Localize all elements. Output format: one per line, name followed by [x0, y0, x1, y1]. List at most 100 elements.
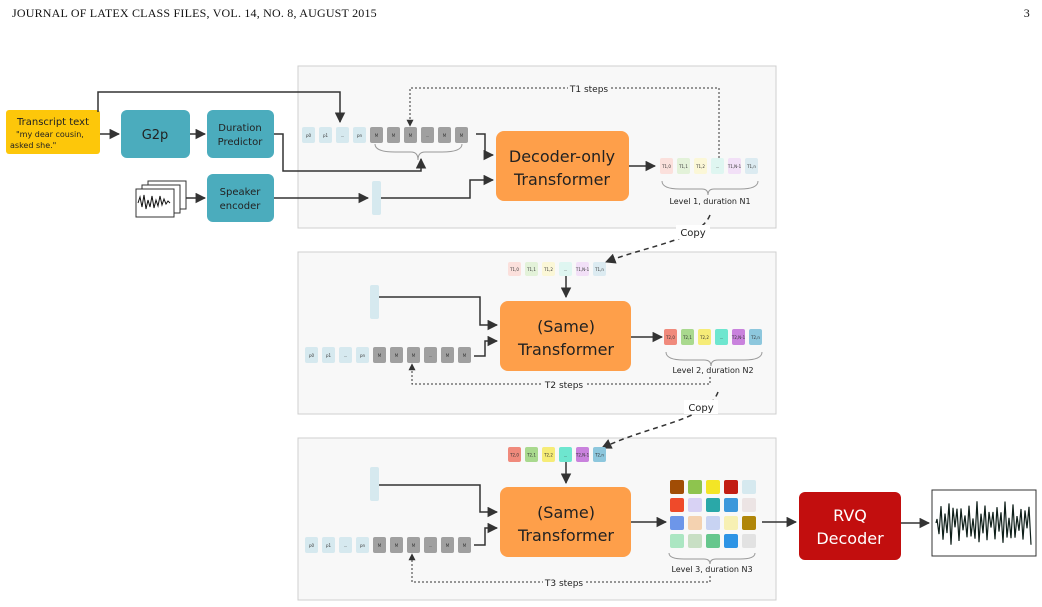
stage3-input-token-label-5: T2,n: [594, 453, 604, 458]
stage2-phoneme-token-6: [407, 347, 420, 363]
stage3-phoneme-token-7: [424, 537, 437, 553]
stage1-phoneme-token-label-1: p1: [323, 133, 329, 138]
stage2-phoneme-token-label-7: ...: [429, 353, 433, 358]
stage2-phoneme-token-9: [458, 347, 471, 363]
stage2-input-token-3: [559, 262, 572, 276]
stage3-phoneme-token-label-7: ...: [429, 543, 433, 548]
speaker-encoder-line1: Speaker: [220, 187, 262, 198]
stage1-output-token-label-2: T1,2: [695, 164, 705, 169]
stage3-phoneme-token-label-5: M: [395, 543, 399, 548]
stage2-phoneme-token-label-9: M: [463, 353, 467, 358]
stage3-input-token-0: [508, 447, 521, 462]
stage1-loop: [406, 87, 720, 158]
stage2-output-brace: [665, 351, 763, 367]
stage3-input-token-label-0: T2,0: [509, 453, 519, 458]
stage2-input-token-1: [525, 262, 538, 276]
stage3-loop-label: T3 steps: [544, 579, 584, 589]
rvq-decoder-line1: RVQ: [833, 506, 867, 525]
stage2-input-token-2: [542, 262, 555, 276]
transcript-label: Transcript text: [16, 117, 89, 128]
stage2-phoneme-token-5: [390, 347, 403, 363]
stage2-phoneme-token-label-1: p1: [326, 353, 332, 358]
stage1-model-line1: Decoder-only: [509, 147, 615, 166]
stage1-phoneme-token-label-5: M: [392, 133, 396, 138]
stage3-output-cell-3-4: [742, 534, 756, 548]
stage1-phoneme-token-label-2: ...: [341, 133, 345, 138]
stage3-phoneme-token-6: [407, 537, 420, 553]
stage2-phoneme-token-label-0: p0: [309, 353, 315, 358]
stage2-phoneme-token-8: [441, 347, 454, 363]
stage2-output-token-4: [732, 329, 745, 345]
stage1-phoneme-token-8: [438, 127, 451, 143]
rvq-decoder-box: [799, 492, 901, 560]
g2p-label: G2p: [142, 128, 169, 143]
stage3-output-cell-2-2: [706, 516, 720, 530]
stage2-loop-label: T2 steps: [544, 381, 584, 391]
stage3-phoneme-token-label-3: pn: [360, 543, 366, 548]
stage3-output-cell-3-0: [670, 534, 684, 548]
stage3-output-cell-0-2: [706, 480, 720, 494]
stage2-input-token-label-5: T1,n: [594, 267, 604, 272]
stage3-output-cell-2-3: [724, 516, 738, 530]
stage3-output-cell-1-2: [706, 498, 720, 512]
transcript-quote-line2: asked she.": [10, 141, 56, 150]
stage3-phoneme-token-label-0: p0: [309, 543, 315, 548]
stage1-phoneme-token-label-6: M: [409, 133, 413, 138]
duration-predictor-line1: Duration: [218, 123, 261, 134]
stage3-output-cell-2-0: [670, 516, 684, 530]
speaker-waveform-icon: [135, 180, 187, 218]
stage3-output-cell-0-3: [724, 480, 738, 494]
stage3-output-cell-0-0: [670, 480, 684, 494]
stage2-output-token-label-3: ...: [720, 335, 724, 340]
stage1-output-token-1: [677, 158, 690, 174]
stage3-output-cell-0-1: [688, 480, 702, 494]
stage1-output-brace: [661, 180, 759, 196]
stage1-phoneme-token-5: [387, 127, 400, 143]
stage2-phoneme-token-label-2: ...: [344, 353, 348, 358]
stage3-phoneme-token-4: [373, 537, 386, 553]
stage3-model-line1: (Same): [537, 503, 595, 522]
stage2-phoneme-token-label-5: M: [395, 353, 399, 358]
stage2-output-token-2: [698, 329, 711, 345]
stage2-output-token-label-0: T2,0: [665, 335, 675, 340]
stage3-phoneme-token-1: [322, 537, 335, 553]
stage3-output-cell-0-4: [742, 480, 756, 494]
stage3-input-token-label-4: T2,N-1: [575, 453, 590, 458]
stage3-transformer-box: [500, 487, 631, 557]
stage1-loop-label: T1 steps: [569, 85, 609, 95]
stage2-phoneme-token-1: [322, 347, 335, 363]
stage3-output-cell-1-0: [670, 498, 684, 512]
stage3-output-cell-2-4: [742, 516, 756, 530]
stage3-phoneme-token-label-1: p1: [326, 543, 332, 548]
stage2-input-token-label-1: T1,1: [526, 267, 536, 272]
stage2-input-token-5: [593, 262, 606, 276]
stage3-output-brace: [668, 552, 756, 565]
stage3-output-cell-1-4: [742, 498, 756, 512]
page-number: 3: [1023, 6, 1030, 20]
stage2-phoneme-token-3: [356, 347, 369, 363]
stage3-output-cell-1-1: [688, 498, 702, 512]
speaker-encoder-box: [207, 174, 274, 222]
stage3-output-caption: Level 3, duration N3: [671, 565, 752, 574]
stage2-output-token-label-2: T2,2: [699, 335, 709, 340]
stage3-output-cell-3-2: [706, 534, 720, 548]
stage1-phoneme-token-1: [319, 127, 332, 143]
stage2-output-token-label-4: T2,N-1: [731, 335, 746, 340]
stage2-input-token-label-2: T1,2: [543, 267, 553, 272]
stage1-phoneme-token-6: [404, 127, 417, 143]
stage2-output-token-label-5: T2,n: [750, 335, 760, 340]
stage1-phoneme-token-label-8: M: [443, 133, 447, 138]
stage3-phoneme-token-label-6: M: [412, 543, 416, 548]
stage2-phoneme-token-2: [339, 347, 352, 363]
stage1-output-token-label-0: T1,0: [661, 164, 671, 169]
stage2-output-token-3: [715, 329, 728, 345]
stage1-output-token-label-3: ...: [716, 164, 720, 169]
duration-predictor-line2: Predictor: [218, 137, 264, 148]
